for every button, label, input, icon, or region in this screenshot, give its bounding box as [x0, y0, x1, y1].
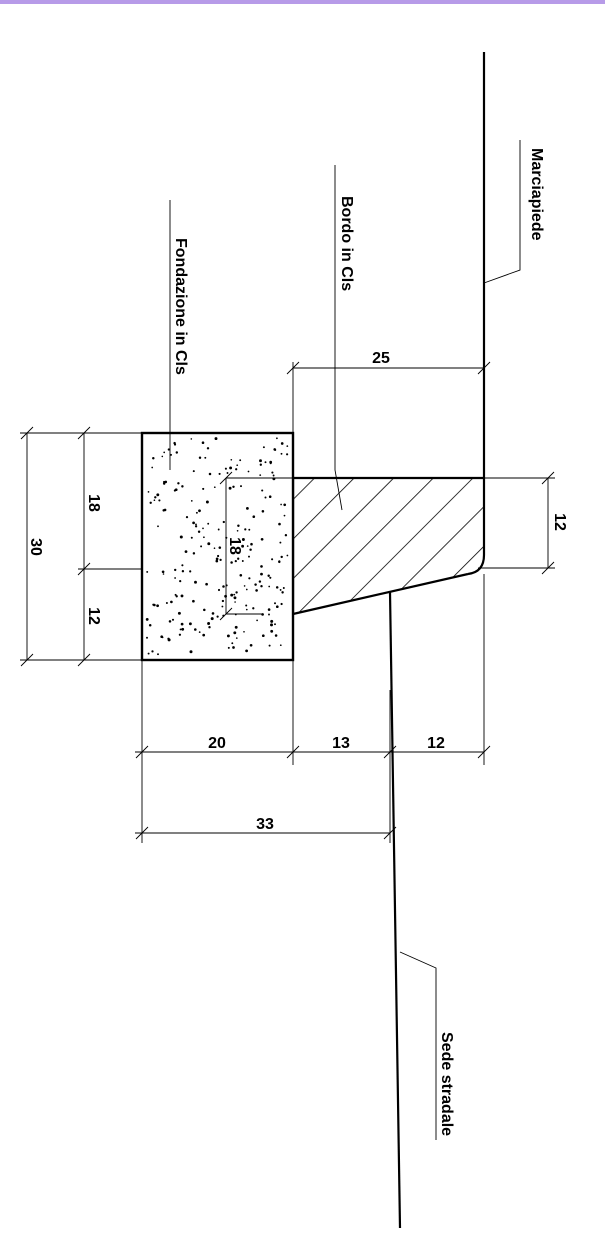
label-bordo-in-cls: Bordo in Cls	[338, 196, 355, 291]
concrete-texture	[145, 437, 289, 656]
foundation-block	[140, 431, 295, 662]
label-sede-stradale: Sede stradale	[438, 1032, 455, 1136]
kerb-hatch	[293, 478, 484, 614]
dim-foundation-total: 30	[27, 538, 44, 556]
top-accent-bar	[0, 0, 605, 4]
leader-lines	[169, 140, 521, 1140]
dim-kerb-width: 25	[372, 350, 390, 367]
dim-kerb-offset: 13	[332, 735, 350, 752]
dim-kerb-height: 12	[551, 513, 568, 531]
dim-foundation-inner: 18	[226, 537, 243, 555]
dim-foundation-lower: 12	[85, 607, 102, 625]
label-marciapiede: Marciapiede	[528, 148, 545, 241]
dim-overall: 33	[256, 816, 274, 833]
dim-foundation-upper: 18	[85, 494, 102, 512]
dim-foundation-width: 20	[208, 735, 226, 752]
dim-kerb-top: 12	[427, 735, 445, 752]
label-fondazione-in-cls: Fondazione in Cls	[172, 238, 189, 375]
dimension-lines	[20, 361, 555, 843]
